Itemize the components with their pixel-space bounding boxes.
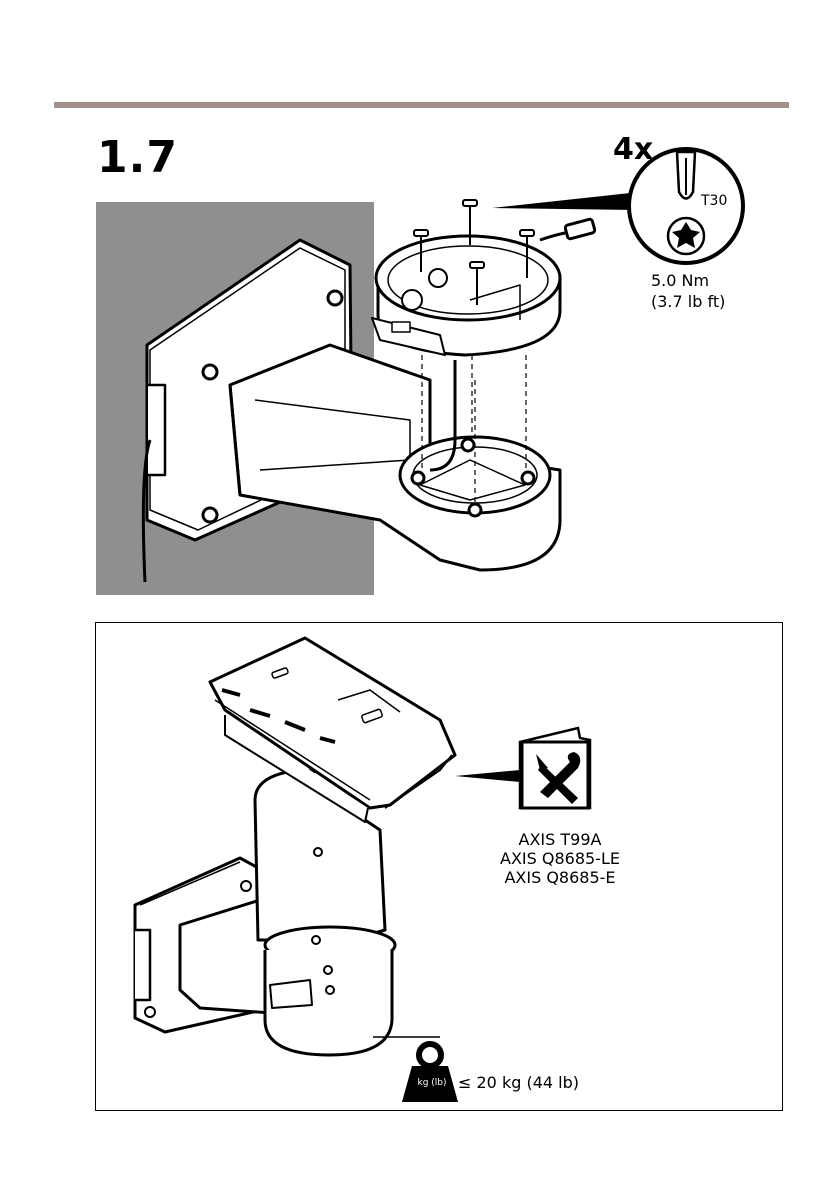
callout-pointer (492, 192, 640, 210)
model-name: AXIS T99A (460, 830, 660, 849)
torque-lbft: (3.7 lb ft) (651, 291, 725, 312)
model-name: AXIS Q8685-E (460, 868, 660, 887)
bit-size-label: T30 (701, 193, 727, 209)
compatible-models: AXIS T99A AXIS Q8685-LE AXIS Q8685-E (460, 830, 660, 887)
torque-spec: 5.0 Nm (3.7 lb ft) (651, 270, 725, 312)
torque-nm: 5.0 Nm (651, 270, 725, 291)
weight-limit: ≤ 20 kg (44 lb) (458, 1073, 579, 1092)
junction-box (372, 219, 595, 355)
fastener-quantity: 4x (613, 132, 653, 167)
compatibility-panel (95, 622, 783, 1111)
weight-unit-label: kg (lb) (406, 1078, 458, 1088)
model-name: AXIS Q8685-LE (460, 849, 660, 868)
